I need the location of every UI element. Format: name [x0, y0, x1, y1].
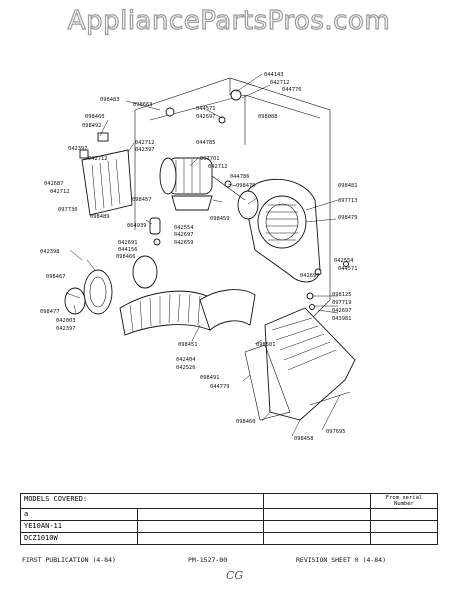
- watermark: AppliancePartsPros.com: [67, 5, 391, 36]
- callout-042697: 042697: [196, 114, 215, 120]
- callout-098460: 098460: [236, 419, 255, 425]
- blank-cell: [370, 520, 438, 533]
- callout-042712: 042712: [270, 80, 289, 86]
- callout-098458: 098458: [294, 436, 313, 442]
- callout-042404: 042404: [176, 357, 195, 363]
- blank-cell: [370, 508, 438, 521]
- callout-043981: 043981: [332, 316, 351, 322]
- handwritten-mark: CG: [226, 569, 244, 582]
- model-row-1: YE10AN-11: [20, 520, 138, 533]
- callout-042697: 042697: [174, 232, 193, 238]
- callout-098459: 098459: [210, 216, 229, 222]
- callout-042397: 042397: [68, 146, 87, 152]
- callout-098451: 098451: [178, 342, 197, 348]
- callout-042398: 042398: [40, 249, 59, 255]
- callout-098477: 098477: [40, 309, 59, 315]
- callout-097719: 097719: [332, 300, 351, 306]
- callout-044785: 044785: [196, 140, 215, 146]
- callout-098088: 098088: [258, 114, 277, 120]
- callout-098492: 098492: [82, 123, 101, 129]
- callout-098663: 098663: [133, 102, 152, 108]
- callout-044776: 044776: [282, 87, 301, 93]
- blank-cell: [370, 532, 438, 545]
- thermostat-housing: [79, 132, 133, 216]
- callout-044779: 044779: [210, 384, 229, 390]
- callout-098457: 098457: [132, 197, 151, 203]
- number-label: Number: [394, 501, 414, 507]
- duct-assembly: [64, 255, 256, 336]
- callout-098491: 098491: [200, 375, 219, 381]
- callout-042712: 042712: [88, 156, 107, 162]
- callout-044571: 044571: [196, 106, 215, 112]
- callout-097695: 097695: [326, 429, 345, 435]
- callout-098466: 098466: [116, 254, 135, 260]
- from-serial-label: From serial: [385, 495, 423, 501]
- models-covered-title: MODELS COVERED:: [20, 493, 264, 509]
- callout-042697: 042697: [332, 308, 351, 314]
- callout-042697: 042697: [300, 273, 319, 279]
- motor: [159, 157, 246, 211]
- blank-cell: [263, 532, 371, 545]
- callout-097701: 097701: [200, 156, 219, 162]
- revision-sheet: REVISION SHEET 0 (4-84): [296, 556, 387, 564]
- callout-042397: 042397: [56, 326, 75, 332]
- callout-044571: 044571: [338, 266, 357, 272]
- callout-042554: 042554: [334, 258, 353, 264]
- blank-cell: [263, 508, 371, 521]
- callout-098489: 098489: [90, 214, 109, 220]
- callout-098125: 098125: [332, 292, 351, 298]
- blower-housing: [237, 178, 321, 283]
- callout-042397: 042397: [135, 147, 154, 153]
- blank-cell: [137, 520, 264, 533]
- part-number: PM-1527-00: [188, 556, 228, 564]
- leader-lines: [65, 73, 341, 437]
- blank-cell: [137, 508, 264, 521]
- callout-097713: 097713: [338, 198, 357, 204]
- callout-042712: 042712: [208, 164, 227, 170]
- blank-cell: [263, 493, 371, 509]
- callout-098501: 098501: [256, 342, 275, 348]
- callout-044156: 044156: [118, 247, 137, 253]
- callout-042712: 042712: [135, 140, 154, 146]
- callout-098460: 098460: [85, 114, 104, 120]
- callout-098467: 098467: [46, 274, 65, 280]
- callout-044143: 044143: [264, 72, 283, 78]
- callout-044786: 044786: [230, 174, 249, 180]
- callout-097730: 097730: [58, 207, 77, 213]
- front-duct-panel: [244, 307, 356, 421]
- callout-042554: 042554: [174, 225, 193, 231]
- col-a-header: a: [20, 508, 138, 521]
- callout-042659: 042659: [174, 240, 193, 246]
- callout-098481: 098481: [338, 183, 357, 189]
- callout-042691: 042691: [118, 240, 137, 246]
- callout-042687: 042687: [44, 181, 63, 187]
- first-publication: FIRST PUBLICATION (4-84): [22, 556, 116, 564]
- callout-042003: 042003: [56, 318, 75, 324]
- callout-042526: 042526: [176, 365, 195, 371]
- callout-098483: 098483: [100, 97, 119, 103]
- callout-098479: 098479: [338, 215, 357, 221]
- cabinet-outline: [134, 77, 331, 336]
- callout-labels: 044143 042712 044776 098483 098663 04457…: [40, 72, 357, 442]
- blank-cell: [137, 532, 264, 545]
- small-parts: [149, 89, 349, 310]
- callout-098470: 098470: [236, 183, 255, 189]
- model-row-2: DCZ1010W: [20, 532, 138, 545]
- blank-cell: [263, 520, 371, 533]
- callout-064939: 064939: [127, 223, 146, 229]
- callout-042712: 042712: [50, 189, 69, 195]
